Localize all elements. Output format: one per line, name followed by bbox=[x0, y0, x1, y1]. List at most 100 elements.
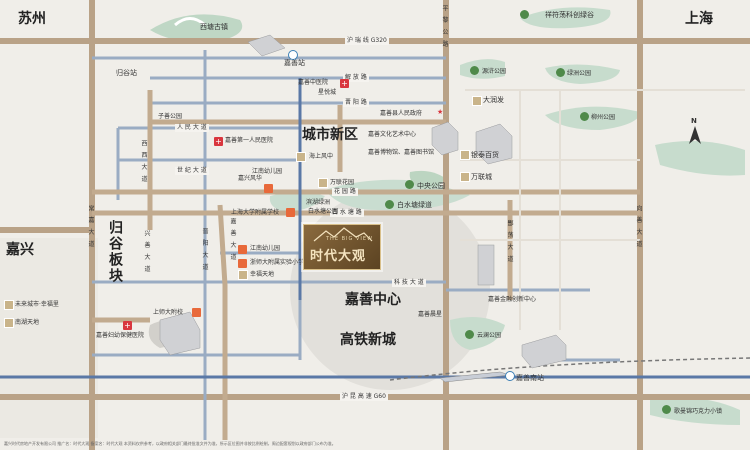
poi-xitang: 西塘古镇 bbox=[200, 23, 228, 31]
project-english-name: THE BIG VIEW bbox=[326, 236, 373, 242]
school-icon bbox=[238, 245, 247, 254]
poi-government: 嘉善县人民政府 bbox=[380, 110, 423, 117]
school-icon bbox=[238, 259, 247, 268]
poi-xingyue: 星悦城 bbox=[318, 89, 337, 96]
poi-museum: 嘉善博物馆、嘉善图书馆 bbox=[368, 149, 435, 156]
poi-jiashan-south: 嘉善南站 bbox=[516, 374, 544, 382]
poi-ziqiao-park: 子善公园 bbox=[158, 113, 183, 120]
poi-liuzhou-park: 柳州公园 bbox=[591, 114, 616, 121]
poi-jiaxing-fenghua: 嘉兴风华 bbox=[238, 175, 263, 182]
road-label-changjia: 常 嘉 大 道 bbox=[87, 205, 94, 249]
poi-jiashan-station: 嘉善站 bbox=[284, 59, 305, 67]
poi-jiangnan-kg: 江南幼儿园 bbox=[250, 245, 281, 252]
road-label-jiefang: 解 放 路 bbox=[343, 74, 369, 82]
poi-wanjia: 万联花园 bbox=[330, 179, 355, 186]
poi-zhida: 浙师大附属实验小学 bbox=[250, 259, 305, 266]
poi-shanghai-univ: 上海大学附属学校 bbox=[231, 209, 280, 216]
poi-kindergarten-north: 江南幼儿园 bbox=[252, 168, 283, 175]
road-label-g60: 沪 昆 高 速 G60 bbox=[340, 393, 388, 401]
poi-nanhu: 南湖天地 bbox=[15, 319, 40, 326]
poi-yunlan-park: 云澜公园 bbox=[477, 332, 502, 339]
poi-art-center: 嘉善文化艺术中心 bbox=[368, 131, 417, 138]
road-label-baishui: 白 水 塘 路 bbox=[330, 209, 364, 217]
poi-tcm-hospital: 嘉善中医院 bbox=[298, 79, 329, 86]
hospital-icon: + bbox=[123, 321, 132, 330]
hospital-icon: + bbox=[214, 137, 223, 146]
poi-baishui-greenway: 白水塘绿道 bbox=[397, 201, 432, 209]
building-icon bbox=[238, 270, 248, 280]
building-icon bbox=[296, 152, 306, 162]
road-label-shiji: 世 纪 大 道 bbox=[175, 167, 209, 175]
project-marker[interactable]: THE BIG VIEW 时代大观 bbox=[303, 224, 381, 270]
school-icon bbox=[192, 308, 201, 317]
road-label-huayuan: 花 园 路 bbox=[332, 188, 358, 196]
poi-women-hospital: 嘉善妇幼保健医院 bbox=[96, 332, 145, 339]
disclaimer-text: 嘉兴时代房地产开发有限公司 推广名：时代大观 备案名：时代大观 本资料仅供参考，… bbox=[4, 441, 336, 446]
poi-binhu-green: 滨湖绿洲 bbox=[306, 199, 331, 206]
road-label-renmin: 人 民 大 道 bbox=[175, 124, 209, 132]
road-label-xiangshan: 向 善 大 道 bbox=[635, 205, 642, 249]
building-icon bbox=[460, 172, 470, 182]
city-label-jiaxing: 嘉兴 bbox=[6, 242, 34, 258]
poi-jiashan-jinhua: 嘉善晨星 bbox=[418, 311, 443, 318]
building-icon bbox=[460, 150, 470, 160]
mountain-logo-icon bbox=[313, 227, 373, 242]
school-icon bbox=[264, 184, 273, 193]
tree-icon bbox=[662, 405, 671, 414]
road-label-lingdang: 酆 荡 大 道 bbox=[506, 220, 513, 264]
poi-haishang: 海上风中 bbox=[309, 153, 334, 160]
tree-icon bbox=[405, 180, 414, 189]
poi-shangshi: 上师大附校 bbox=[153, 309, 184, 316]
poi-guigu-station: 归谷站 bbox=[116, 69, 137, 77]
building-icon bbox=[472, 96, 482, 106]
poi-no1-hospital: 嘉善第一人民医院 bbox=[225, 137, 274, 144]
city-label-shanghai: 上海 bbox=[685, 11, 713, 27]
poi-yintai: 银泰百货 bbox=[471, 151, 499, 159]
tree-icon bbox=[470, 66, 479, 75]
district-label-guigu-2: 板块 bbox=[107, 252, 123, 284]
star-icon: ★ bbox=[437, 108, 444, 116]
poi-baishui-park: 白水塘公园 bbox=[308, 208, 339, 215]
poi-future-city: 未来城市·幸福里 bbox=[15, 301, 59, 308]
compass-north-label: N bbox=[691, 117, 697, 125]
road-label-jinyang-dadao: 晋 阳 大 道 bbox=[201, 228, 208, 272]
road-label-xingshan: 兴 善 大 道 bbox=[143, 230, 150, 274]
poi-lvzhou-park: 绿洲公园 bbox=[567, 70, 592, 77]
poi-yuanhu-park: 源浒公园 bbox=[482, 68, 507, 75]
train-station-icon bbox=[505, 371, 515, 381]
road-label-g320: 沪 瑞 线 G320 bbox=[345, 37, 389, 45]
district-label-new-city: 城市新区 bbox=[302, 127, 358, 143]
train-station-icon bbox=[288, 50, 298, 60]
poi-runhua: 大润发 bbox=[483, 96, 504, 104]
hospital-icon: + bbox=[340, 79, 349, 88]
tree-icon bbox=[580, 112, 589, 121]
school-icon bbox=[286, 208, 295, 217]
district-label-guigu: 归谷 bbox=[107, 220, 123, 252]
tree-icon bbox=[556, 68, 565, 77]
road-label-xixi: 西 西 大 道 bbox=[140, 140, 147, 184]
building-icon bbox=[4, 300, 14, 310]
road-label-keji: 科 技 大 道 bbox=[392, 279, 426, 287]
building-icon bbox=[4, 318, 14, 328]
poi-xingfu: 幸福天地 bbox=[250, 271, 275, 278]
poi-xiangfu: 祥符荡科创绿谷 bbox=[545, 11, 594, 19]
compass-arrow-icon bbox=[689, 126, 701, 144]
poi-central-park: 中央公园 bbox=[417, 182, 445, 190]
road-label-pingli: 平 黎 公 路 bbox=[441, 5, 448, 49]
building-icon bbox=[318, 178, 328, 188]
compass: N bbox=[686, 118, 704, 146]
poi-finance-center: 嘉善金融创新中心 bbox=[488, 296, 537, 303]
road-label-jiashan: 嘉 善 大 道 bbox=[229, 218, 236, 262]
project-name: 时代大观 bbox=[310, 249, 367, 264]
city-label-suzhou: 苏州 bbox=[18, 11, 46, 27]
tree-icon bbox=[465, 330, 474, 339]
district-label-center: 嘉善中心 bbox=[345, 292, 401, 308]
district-label-hsr: 高铁新城 bbox=[340, 332, 396, 348]
road-label-jinyang: 晋 阳 路 bbox=[343, 99, 369, 107]
poi-gewang: 歌曼锦巧克力小镇 bbox=[674, 408, 723, 415]
tree-icon bbox=[520, 10, 529, 19]
tree-icon bbox=[385, 200, 394, 209]
poi-wanlian: 万联城 bbox=[471, 173, 492, 181]
